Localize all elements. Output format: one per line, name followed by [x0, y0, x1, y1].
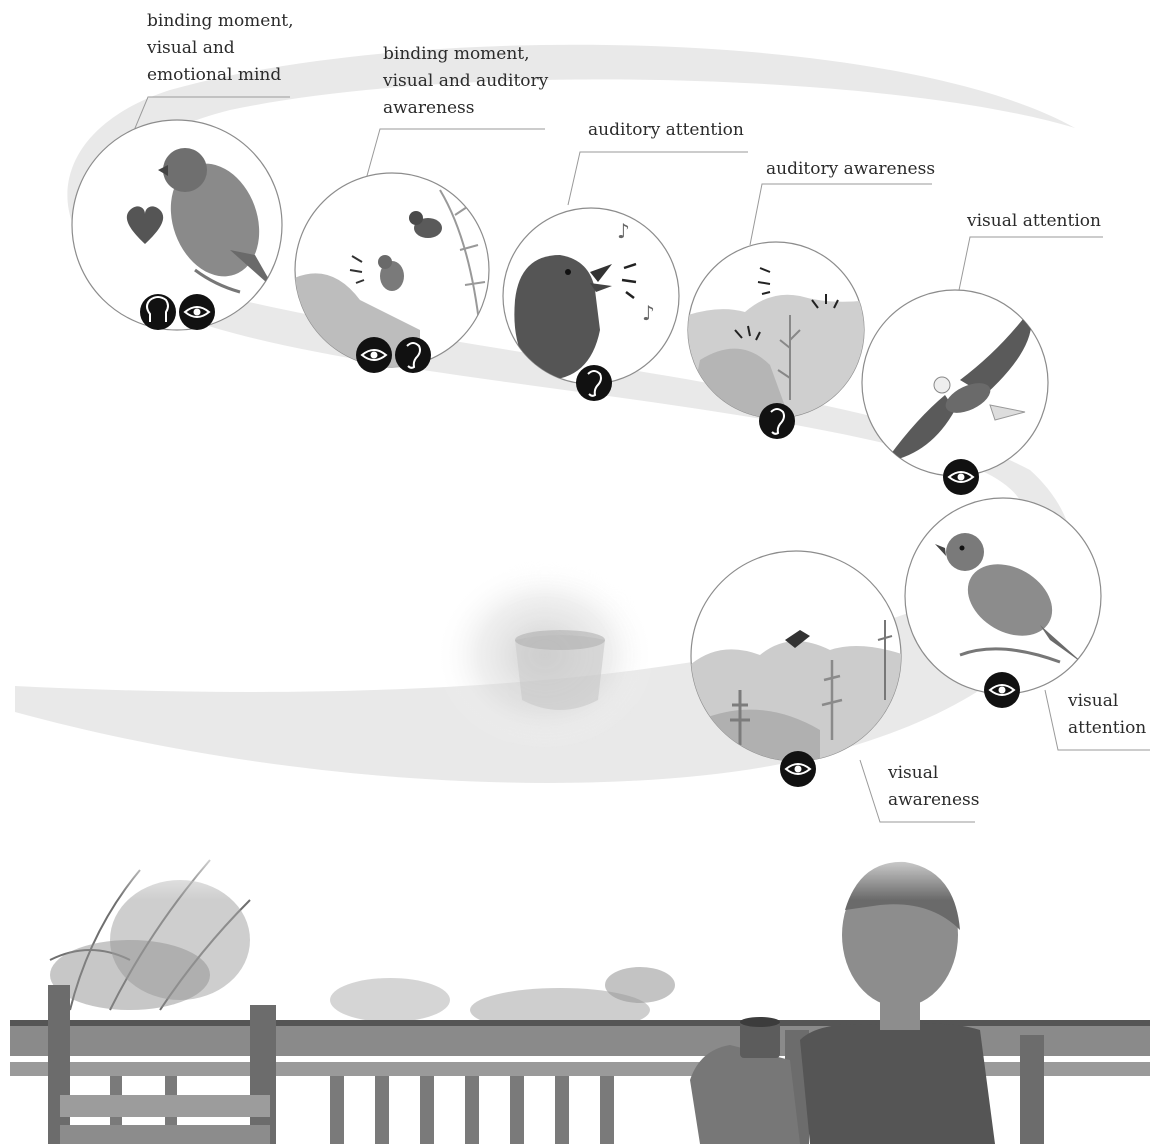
ear-icon: [395, 337, 431, 373]
ear-icon: [759, 403, 795, 439]
label-auditory-awareness: auditory awareness: [766, 156, 935, 183]
label-visual-awareness: visual awareness: [888, 760, 979, 814]
eye-icon: [984, 672, 1020, 708]
eye-icon: [780, 751, 816, 787]
sparrow-head: [163, 148, 207, 192]
eye-icon: [356, 337, 392, 373]
label-visual-attention-eagle: visual attention: [967, 208, 1101, 235]
label-binding-visual-emotional: binding moment, visual and emotional min…: [147, 8, 294, 89]
circle-visual-attention-bird: [905, 498, 1101, 694]
mind-head-icon: [140, 294, 176, 330]
circle-auditory-attention: ♪ ♪: [503, 208, 679, 384]
person-silhouette: [690, 862, 995, 1144]
label-binding-visual-auditory: binding moment, visual and auditory awar…: [383, 41, 548, 122]
svg-text:♪: ♪: [617, 219, 630, 243]
label-auditory-attention: auditory attention: [588, 117, 744, 144]
svg-text:♪: ♪: [642, 301, 655, 325]
porch-scene: [0, 840, 1152, 1144]
coffee-cup-blur: [435, 560, 655, 750]
label-visual-attention-bird: visual attention: [1068, 688, 1146, 742]
ear-icon: [576, 365, 612, 401]
eye-icon: [179, 294, 215, 330]
circle-binding-visual-emotional: [72, 120, 282, 330]
circle-visual-attention-eagle: [862, 290, 1048, 476]
circle-auditory-awareness: [688, 242, 870, 420]
eye-icon: [943, 459, 979, 495]
